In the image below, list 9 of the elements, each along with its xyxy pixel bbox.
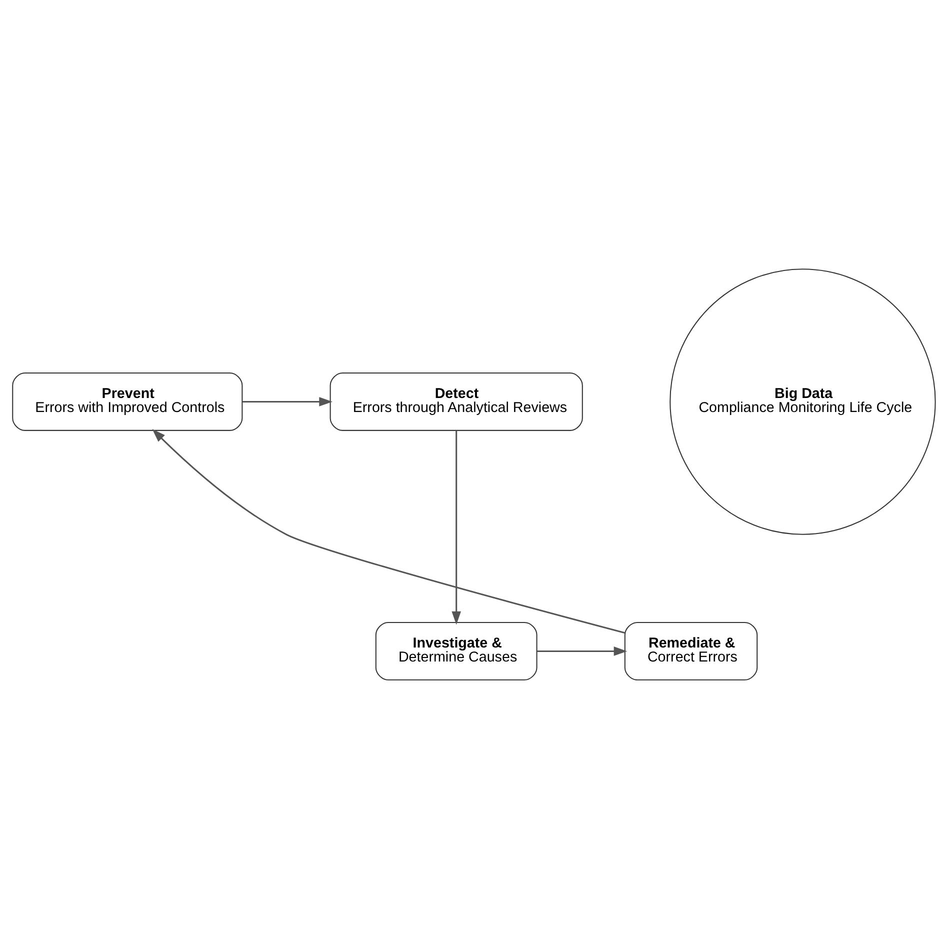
node-box: Prevent Errors with Improved Controls: [12, 372, 243, 430]
arrow: [452, 430, 462, 624]
arrow: [152, 428, 626, 634]
node-box: Detect Errors through Analytical Reviews: [330, 372, 583, 430]
arrow: [242, 396, 332, 406]
node-box: Remediate & Correct Errors: [624, 622, 758, 680]
node-circle: Big Data Compliance Monitoring Life Cycle: [670, 268, 936, 534]
arrow: [537, 646, 628, 656]
node-box: Investigate & Determine Causes: [375, 622, 538, 680]
